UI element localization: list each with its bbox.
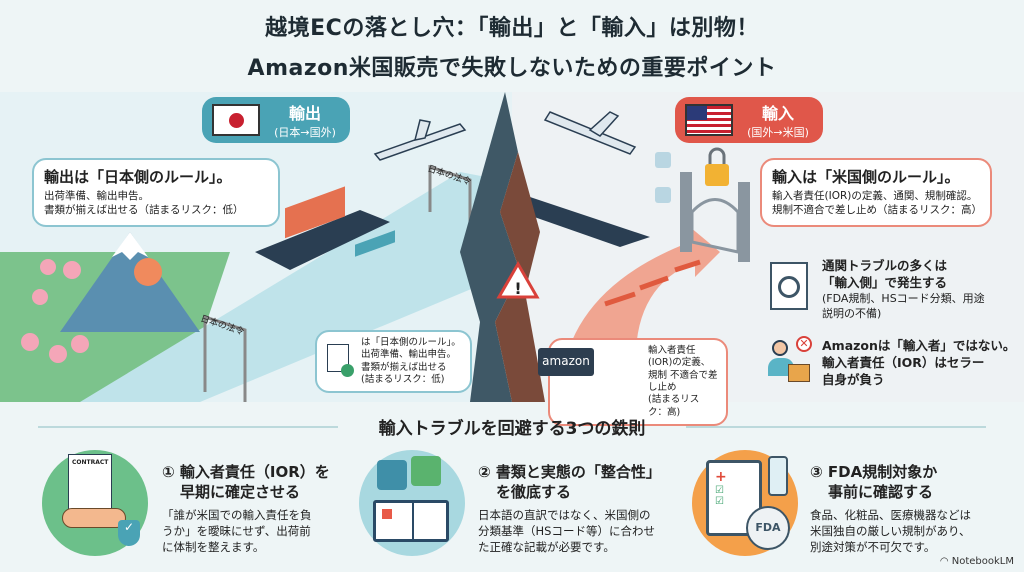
rule-body: 「誰が米国での輸入責任を負 (162, 507, 312, 522)
document-magnifier-icon (770, 262, 808, 310)
rule-title: ① 輸入者責任（IOR）を (162, 463, 330, 481)
rule-title: を徹底する (496, 483, 572, 502)
airplane-icon (373, 111, 637, 161)
info-line: 通関トラブルの多くは (822, 258, 948, 273)
barrier-icon (604, 259, 701, 307)
rule-body: 米国独自の厳しい規制があり、 (810, 523, 971, 538)
crack-chasm (460, 92, 520, 402)
detail-line: 出荷準備、輸出申告。 (361, 349, 457, 361)
notebooklm-icon: ◠ (939, 556, 952, 567)
fda-clipboard-icon: +☑☑ FDA (692, 450, 798, 556)
info-line: 「輸入側」で発生する (822, 274, 948, 290)
hero-illustration: ! (0, 92, 1024, 402)
info-line: 自身が負う (822, 371, 885, 387)
info-line: Amazonは「輸入者」ではない。 (822, 338, 1016, 353)
svg-text:!: ! (514, 279, 521, 298)
divider (686, 426, 986, 428)
section-heading: 輸入トラブルを回避する3つの鉄則 (378, 419, 646, 439)
mount-fuji-icon (60, 232, 200, 332)
fda-approved-seal: FDA (746, 506, 790, 550)
info-amazon-not-importer: Amazonは「輸入者」ではない。 輸入者責任（IOR）はセラー 自身が負う (822, 338, 1015, 389)
rule-title: ③ FDA規制対象か (810, 463, 938, 481)
amazon-bubble: amazon 輸入者責任(IOR)の定義、 規制 不適合で差し止め (詰まるリス… (538, 338, 728, 427)
info-sub: 説明の不備) (822, 306, 882, 320)
contract-label: CONTRACT (68, 454, 112, 510)
import-rule-line: 輸入者責任(IOR)の定義、通関、規制確認。 (772, 190, 978, 203)
x-icon: ✕ (796, 336, 812, 352)
export-rule-heading: 輸出は「日本側のルール」。 (44, 168, 232, 186)
river (80, 172, 512, 402)
rule-body: 別途対策が不可欠です。 (810, 539, 936, 554)
import-title: 輸入 (761, 104, 794, 123)
cargo-ship-icon (255, 186, 395, 270)
detail-line: (詰まるリスク：高) (648, 394, 700, 418)
amazon-logo: amazon (538, 348, 594, 376)
export-rule-bubble: 輸出は「日本側のルール」。 出荷準備、輸出申告。 書類が揃えば出せる（詰まるリス… (32, 158, 280, 227)
rule-title: 事前に確認する (828, 483, 934, 502)
import-rule-heading: 輸入は「米国側のルール」。 (772, 168, 960, 186)
person-box-icon: ✕ (768, 336, 820, 384)
rule-card-1: ① 輸入者責任（IOR）を早期に確定させる 「誰が米国での輸入責任を負うか」を曖… (162, 462, 337, 555)
import-subtitle: (国外→米国) (747, 126, 809, 139)
title-line-1: 越境ECの落とし穴：「輸出」と「輸入」は別物！ (265, 16, 759, 41)
document-check-icon (327, 344, 354, 377)
rule-body: 日本語の直訳ではなく、米国側の (478, 507, 651, 522)
export-rule-line: 出荷準備、輸出申告。 (44, 190, 149, 203)
info-line: 輸入者責任（IOR）はセラー (822, 354, 985, 370)
gear-icon (655, 152, 671, 168)
rule-title: 早期に確定させる (180, 483, 301, 502)
import-rule-bubble: 輸入は「米国側のルール」。 輸入者責任(IOR)の定義、通関、規制確認。 規制不… (760, 158, 992, 227)
detail-line: 規制 不適合で差し止め (648, 369, 718, 394)
japan-law-gate-icon (203, 164, 472, 402)
detail-line: (詰まるリスク：低) (361, 374, 445, 386)
export-badge: 輸出 (日本→国外) (202, 97, 350, 143)
info-customs-trouble: 通関トラブルの多くは 「輸入側」で発生する (FDA規制、HSコード分類、用途 … (822, 258, 985, 321)
cherry-blossom-icon (21, 259, 89, 363)
check-shield-icon (655, 187, 671, 203)
puzzle-book-icon (359, 450, 465, 556)
rule-body: うか」を曖昧にせず、出荷前 (162, 523, 311, 538)
rule-body: 分類基準（HSコード等）に合わせ (478, 523, 655, 538)
sun-icon (134, 258, 162, 286)
export-rule-line: 書類が揃えば出せる（詰まるリスク：低） (44, 204, 244, 217)
detail-line: 輸入者責任(IOR)の定義、 (648, 345, 711, 369)
info-sub: (FDA規制、HSコード分類、用途 (822, 291, 985, 305)
import-badge: 輸入 (国外→米国) (675, 97, 823, 143)
rule-card-3: ③ FDA規制対象か事前に確認する 食品、化粧品、医療機器などは米国独自の厳しい… (810, 462, 1000, 555)
detail-line: は「日本側のルール」。 (361, 337, 461, 348)
rule-body: た正確な記載が必要です。 (478, 539, 615, 554)
warning-icon: ! (496, 260, 540, 299)
us-flag-icon (685, 104, 733, 136)
rule-body: 食品、化粧品、医療機器などは (810, 507, 971, 522)
customs-gate-icon (680, 172, 750, 262)
handshake-contract-icon: CONTRACT ✓ (42, 450, 148, 556)
rule-body: に体制を整えます。 (162, 539, 265, 554)
footer-label: NotebookLM (951, 556, 1014, 567)
export-detail-bubble: は「日本側のルール」。 出荷準備、輸出申告。 書類が揃えば出せる (詰まるリスク… (315, 330, 472, 394)
export-title: 輸出 (288, 104, 321, 123)
import-rule-line: 規制不適合で差し止め（詰まるリスク：高） (772, 204, 982, 217)
title-line-2: Amazon米国販売で失敗しないための重要ポイント (247, 56, 777, 81)
rule-title: ② 書類と実態の「整合性」 (478, 463, 661, 481)
japan-flag-icon (212, 104, 260, 136)
divider (38, 426, 338, 428)
export-subtitle: (日本→国外) (274, 126, 336, 139)
shield-check-icon: ✓ (118, 520, 140, 546)
padlock-icon (705, 147, 729, 186)
rule-card-2: ② 書類と実態の「整合性」を徹底する 日本語の直訳ではなく、米国側の分類基準（H… (478, 462, 678, 555)
detail-line: 書類が揃えば出せる (361, 361, 447, 373)
notebooklm-watermark: ◠ NotebookLM (940, 556, 1014, 567)
